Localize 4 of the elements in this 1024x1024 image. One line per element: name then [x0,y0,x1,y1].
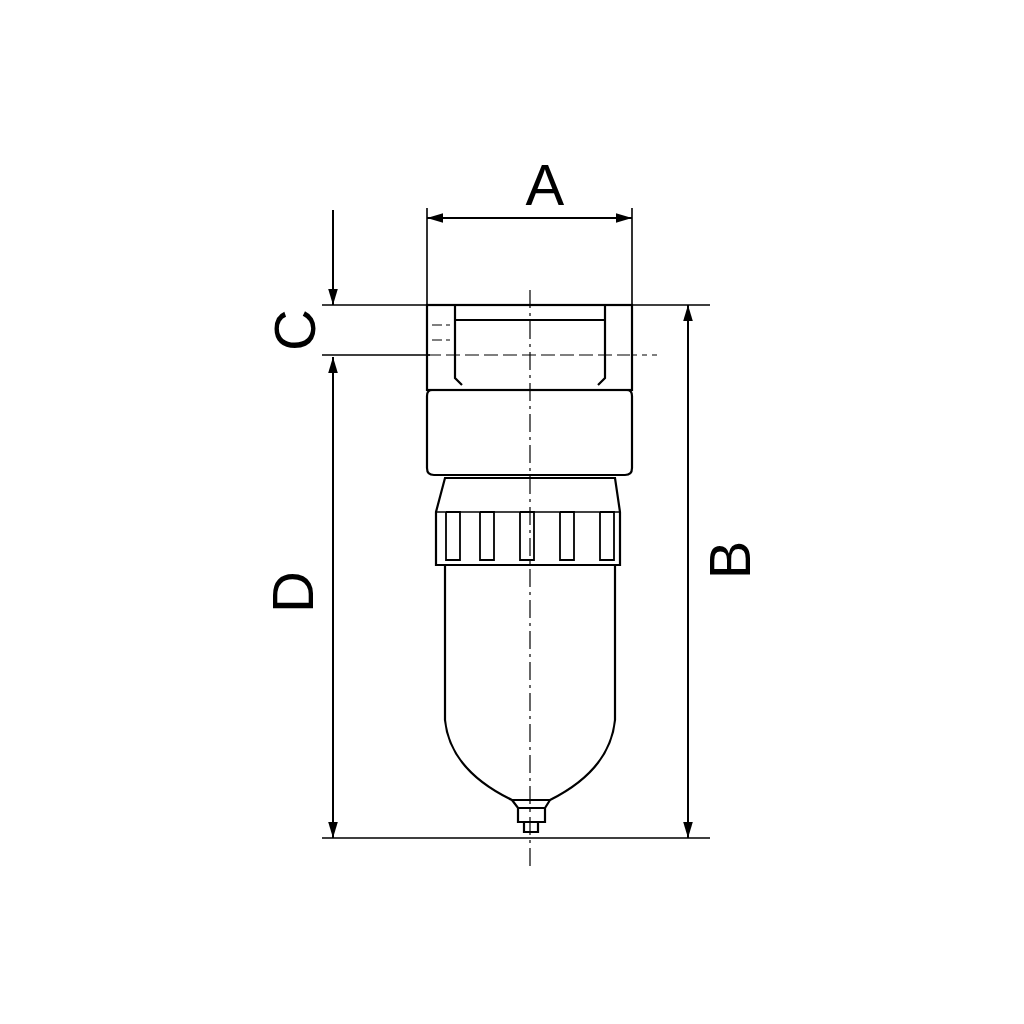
dimension-label: A [525,156,565,214]
dimension-label: B [700,540,759,580]
dimension-label: C [265,309,324,351]
dimension-label: D [263,571,322,613]
